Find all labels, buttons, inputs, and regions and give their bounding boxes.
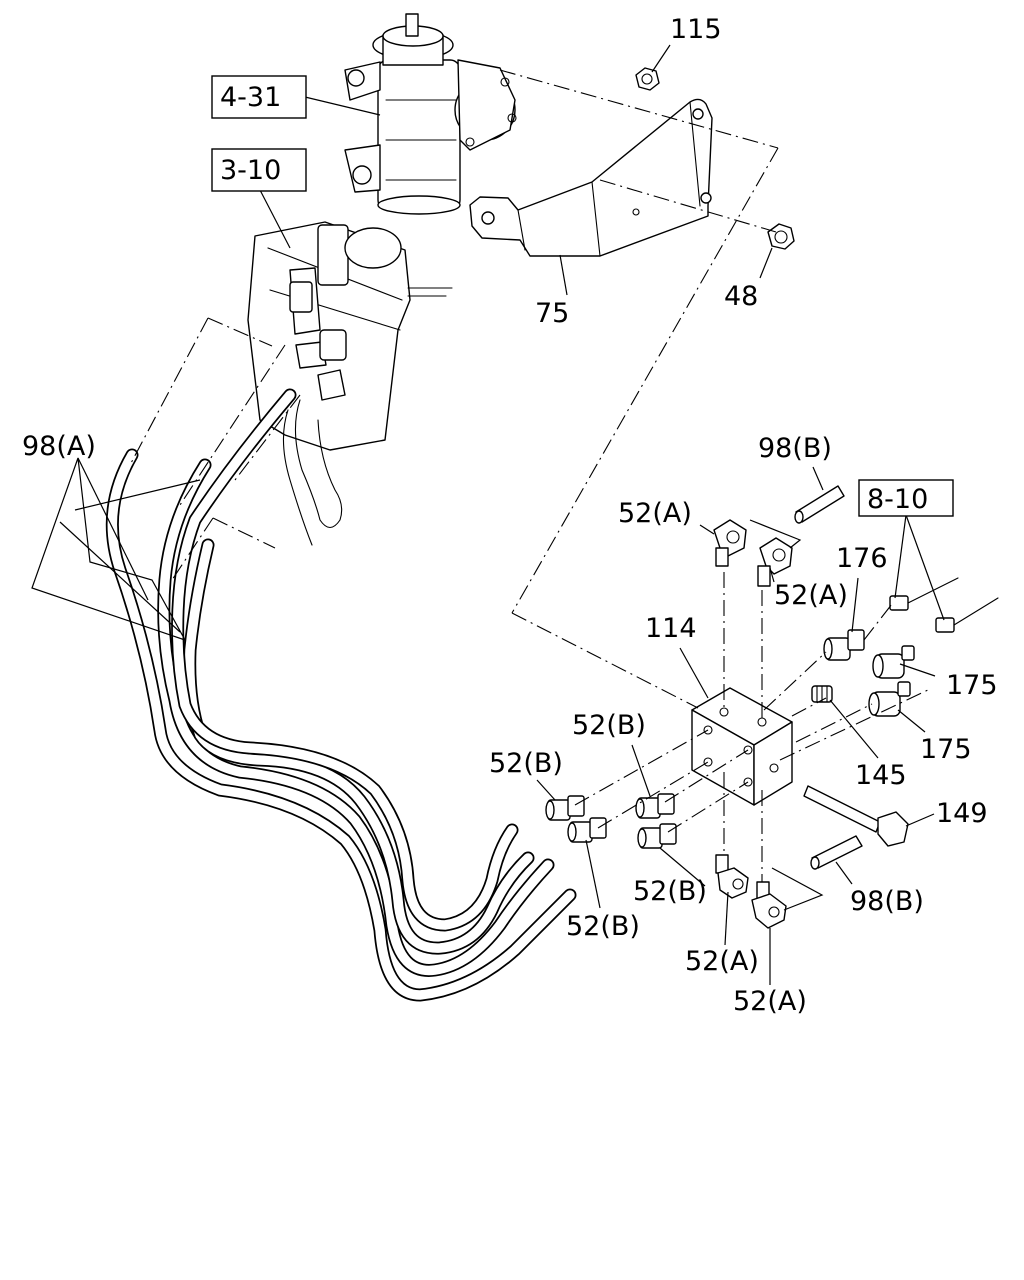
label-48: 48: [724, 281, 758, 312]
pipe-98b-bottom: [810, 835, 863, 870]
switch-175-upper: [872, 645, 915, 679]
ref-label-4-31: 4-31: [220, 82, 281, 113]
union-52b-2: [635, 793, 675, 819]
label-98b-bottom: 98(B): [850, 886, 924, 917]
label-114: 114: [645, 613, 697, 644]
pipe-98b-top: [794, 485, 845, 524]
nut-48: [767, 223, 795, 250]
bracket-75: [469, 98, 713, 257]
label-175-1: 175: [946, 670, 998, 701]
nut-115: [635, 67, 660, 91]
switch-175-lower: [868, 681, 911, 717]
tubes-98a: [105, 388, 577, 1002]
elbow-52a-top-left: [713, 519, 747, 567]
label-149: 149: [936, 798, 988, 829]
label-176: 176: [836, 543, 888, 574]
valve-assembly: [247, 221, 453, 546]
steering-gear-assembly: [344, 13, 517, 215]
leader-lines: [31, 44, 945, 985]
ref-box-3-10[interactable]: 3-10: [211, 148, 307, 192]
ref-label-8-10: 8-10: [867, 484, 928, 515]
ref-label-3-10: 3-10: [220, 155, 281, 186]
label-52a-3: 52(A): [685, 946, 759, 977]
union-52b-1: [545, 795, 585, 821]
label-52b-1: 52(B): [572, 710, 646, 741]
ref-box-4-31[interactable]: 4-31: [211, 75, 307, 119]
label-98a: 98(A): [22, 431, 96, 462]
ref-box-8-10[interactable]: 8-10: [858, 479, 954, 517]
manifold-block-114: [691, 687, 793, 806]
label-52a-4: 52(A): [733, 986, 807, 1017]
label-175-2: 175: [920, 734, 972, 765]
part-labels: 115 75 48 98(A) 98(B) 52(A) 52(A) 176 11…: [22, 14, 998, 1017]
union-52b-3: [567, 817, 607, 843]
elbow-52a-bottom-left: [715, 854, 749, 899]
label-52a-2: 52(A): [774, 580, 848, 611]
connectors-8-10: [889, 577, 999, 633]
bolt-149: [803, 785, 909, 847]
elbow-52a-top-right: [757, 537, 793, 587]
plug-145: [811, 685, 833, 703]
label-52b-4: 52(B): [566, 911, 640, 942]
label-145: 145: [855, 760, 907, 791]
assembly-lines: [129, 69, 929, 882]
label-52a-1: 52(A): [618, 498, 692, 529]
label-52b-2: 52(B): [489, 748, 563, 779]
elbow-52a-bottom-right: [751, 881, 787, 929]
label-115: 115: [670, 14, 722, 45]
label-98b-top: 98(B): [758, 433, 832, 464]
union-52b-4: [637, 823, 677, 849]
label-75: 75: [535, 298, 569, 329]
switch-176: [823, 629, 865, 661]
label-52b-3: 52(B): [633, 876, 707, 907]
